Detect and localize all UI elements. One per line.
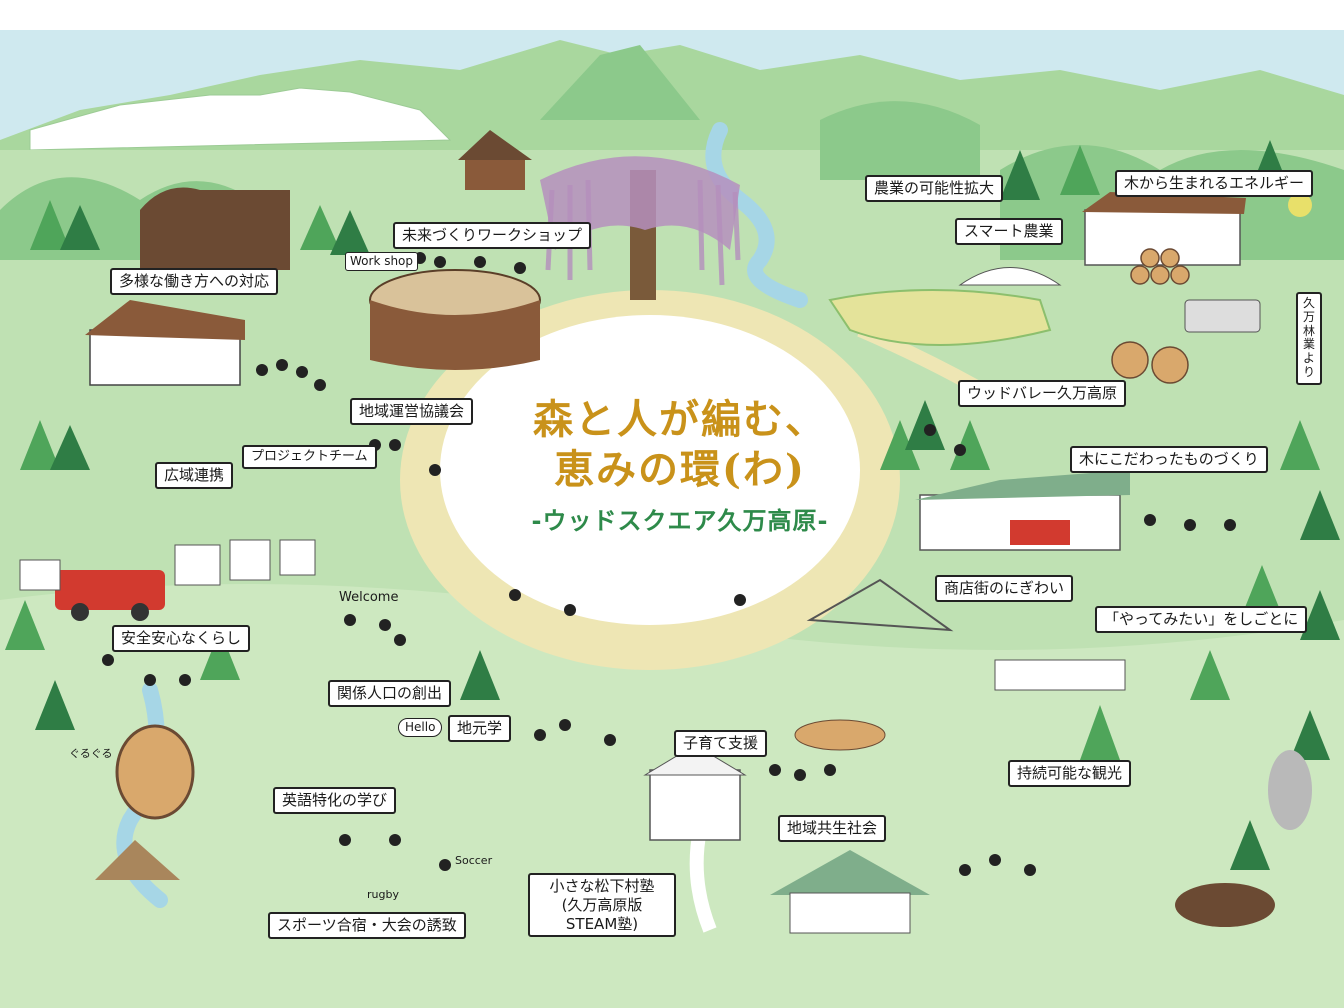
workshop-sign: Work shop [345, 252, 419, 271]
label-want-to-try: 「やってみたい」をしごとに [1095, 606, 1308, 633]
hello-bubble: Hello [398, 718, 443, 737]
fire-truck-wheel [131, 603, 149, 621]
lodge-roof [458, 130, 532, 160]
label-related-pop: 関係人口の創出 [328, 680, 452, 707]
label-local-studies: 地元学 [448, 715, 512, 742]
label-english: 英語特化の学び [273, 787, 397, 814]
label-coexistence: 地域共生社会 [778, 815, 887, 842]
rugby-sign: rugby [367, 888, 399, 901]
shop-awning [915, 470, 1130, 500]
arch-building [140, 187, 290, 270]
label-kuma-forestry: 久万林業より [1296, 292, 1322, 385]
chapel-roof [643, 744, 747, 776]
lodge [465, 155, 525, 190]
welcome-sign: Welcome [339, 590, 399, 605]
thatched-hut [95, 840, 180, 880]
biomass-roof [1082, 192, 1246, 214]
stump-body [370, 300, 540, 370]
label-work-styles: 多様な働き方への対応 [110, 268, 279, 295]
market-table [994, 659, 1126, 691]
greenhouse [958, 267, 1062, 286]
terraced-fields [828, 289, 1052, 346]
school-building [89, 329, 241, 386]
label-sports: スポーツ合宿・大会の誘致 [268, 912, 466, 939]
sun [1288, 193, 1312, 217]
soccer-sign: Soccer [455, 854, 493, 867]
fruit-stand [1010, 520, 1070, 545]
jizo-statue [1268, 750, 1312, 830]
label-regional-council: 地域運営協議会 [350, 398, 474, 425]
truck-grey [1184, 299, 1261, 333]
title-line-2: 恵みの環(わ) [554, 446, 806, 493]
label-future-ws: 未来づくりワークショップ [393, 222, 592, 249]
label-safety: 安全安心なくらし [112, 625, 251, 652]
peak-center [540, 45, 700, 120]
school-roof [85, 300, 245, 340]
label-shopping-street: 商店街のにぎわい [935, 575, 1074, 602]
label-energy: 木から生まれるエネルギー [1115, 170, 1314, 197]
river [705, 122, 808, 308]
gazebo-roof [806, 578, 954, 632]
fire-truck [55, 570, 165, 610]
label-wood-crafts: 木にこだわったものづくり [1070, 446, 1268, 473]
label-wide-area: 広域連携 [155, 462, 234, 489]
snowy-mountain [29, 87, 452, 151]
label-wood-valley: ウッドバレー久万高原 [958, 380, 1127, 407]
title-line-3: -ウッドスクエア久万高原- [531, 507, 829, 535]
car-text: ぐるぐる [69, 747, 113, 760]
chapel-building [649, 769, 741, 841]
label-smart-agri: スマート農業 [955, 218, 1063, 245]
label-tourism: 持続可能な観光 [1008, 760, 1132, 787]
label-childcare: 子育て支援 [674, 730, 768, 757]
label-agri-expand: 農業の可能性拡大 [865, 175, 1004, 202]
central-clearing [440, 315, 860, 625]
label-juku: 小さな松下村塾 (久万高原版STEAM塾) [528, 873, 676, 938]
cabin [770, 850, 930, 895]
beetle [1175, 883, 1275, 927]
log-slice [115, 724, 195, 820]
houses-left [19, 539, 316, 591]
cabin-body [789, 892, 911, 934]
label-project-team: プロジェクトチーム [242, 445, 377, 470]
log-pile [1111, 248, 1190, 384]
title-line-1: 森と人が編む、 [533, 396, 827, 443]
central-title: 森と人が編む、 恵みの環(わ) -ウッドスクエア久万高原- [520, 395, 840, 536]
fire-truck-wheel [71, 603, 89, 621]
picnic-table [794, 719, 886, 751]
